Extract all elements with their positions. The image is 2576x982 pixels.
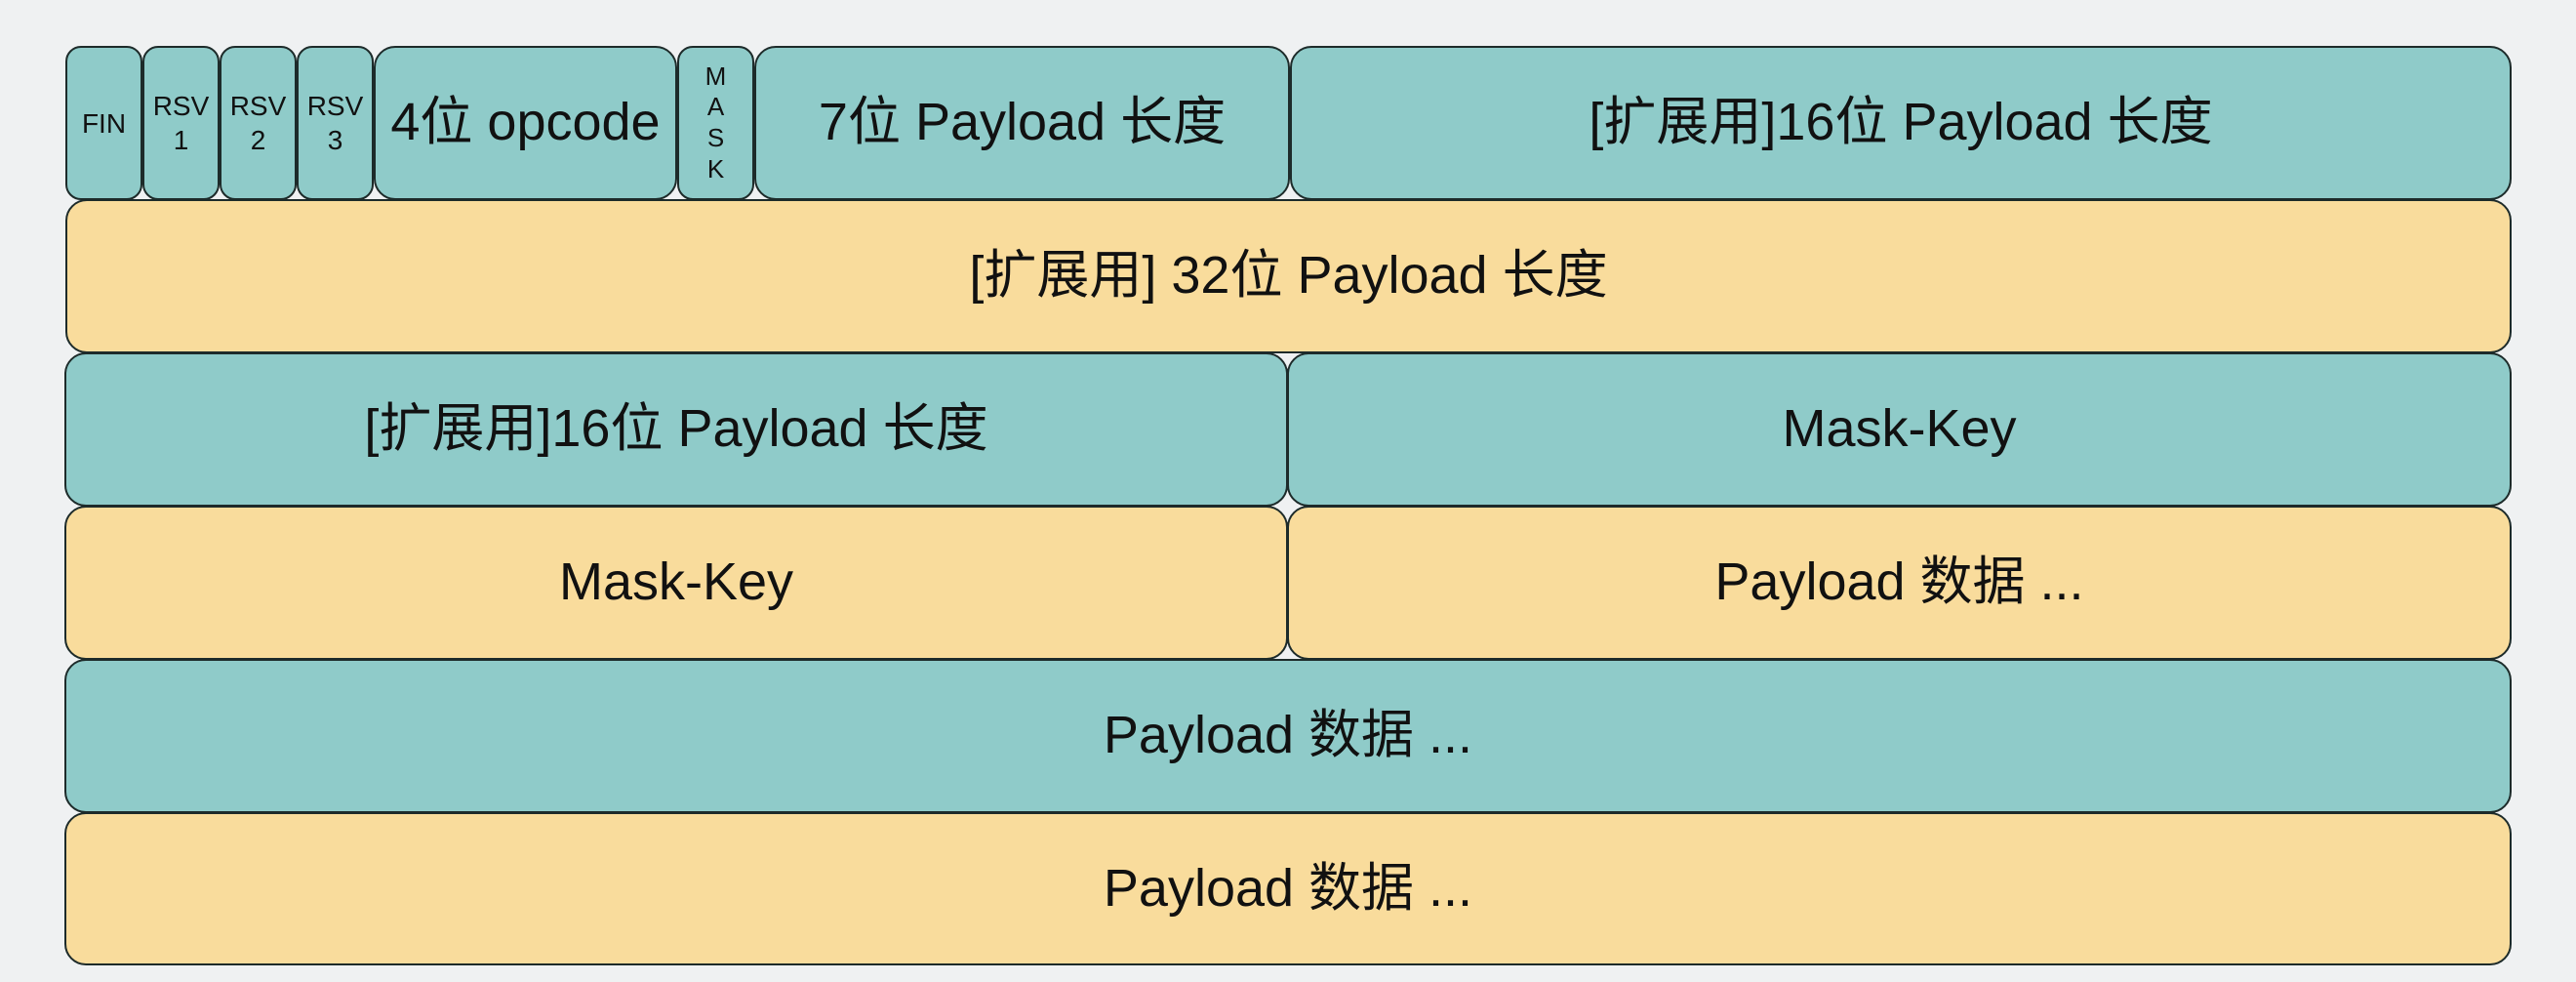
mask-key-label: Mask-Key <box>558 552 794 612</box>
opcode-field: 4位 opcode <box>374 46 677 200</box>
mask-letter: A <box>706 92 725 122</box>
fin-label: FIN <box>81 107 127 139</box>
ext-payload-len-16bit-label: [扩展用]16位 Payload 长度 <box>364 399 988 459</box>
mask-key-label: Mask-Key <box>1782 399 2017 459</box>
payload-data-label: Payload 数据 ... <box>1103 858 1473 918</box>
ext-payload-len-16bit-label: [扩展用]16位 Payload 长度 <box>1589 93 2213 152</box>
payload-data-field: Payload 数据 ... <box>1287 506 2512 660</box>
opcode-label: 4位 opcode <box>390 93 661 152</box>
mask-letter: K <box>706 153 725 184</box>
fin-field: FIN <box>65 46 142 200</box>
mask-field: M A S K <box>677 46 754 200</box>
payload-data-label: Payload 数据 ... <box>1103 706 1473 765</box>
payload-data-field-3: Payload 数据 ... <box>64 812 2512 965</box>
ext-payload-len-16bit-field-2: [扩展用]16位 Payload 长度 <box>64 352 1288 507</box>
ext-payload-len-16bit-field: [扩展用]16位 Payload 长度 <box>1290 46 2512 200</box>
payload-data-label: Payload 数据 ... <box>1714 552 2084 612</box>
payload-len-7bit-field: 7位 Payload 长度 <box>754 46 1290 200</box>
mask-key-field-2: Mask-Key <box>64 506 1288 660</box>
mask-letter: M <box>704 61 727 91</box>
mask-letter: S <box>706 123 725 152</box>
mask-key-field: Mask-Key <box>1287 352 2512 507</box>
ext-payload-len-32bit-label: [扩展用] 32位 Payload 长度 <box>969 246 1608 306</box>
payload-data-field-2: Payload 数据 ... <box>64 659 2512 813</box>
payload-len-7bit-label: 7位 Payload 长度 <box>818 93 1227 152</box>
ext-payload-len-32bit-field: [扩展用] 32位 Payload 长度 <box>65 199 2512 353</box>
